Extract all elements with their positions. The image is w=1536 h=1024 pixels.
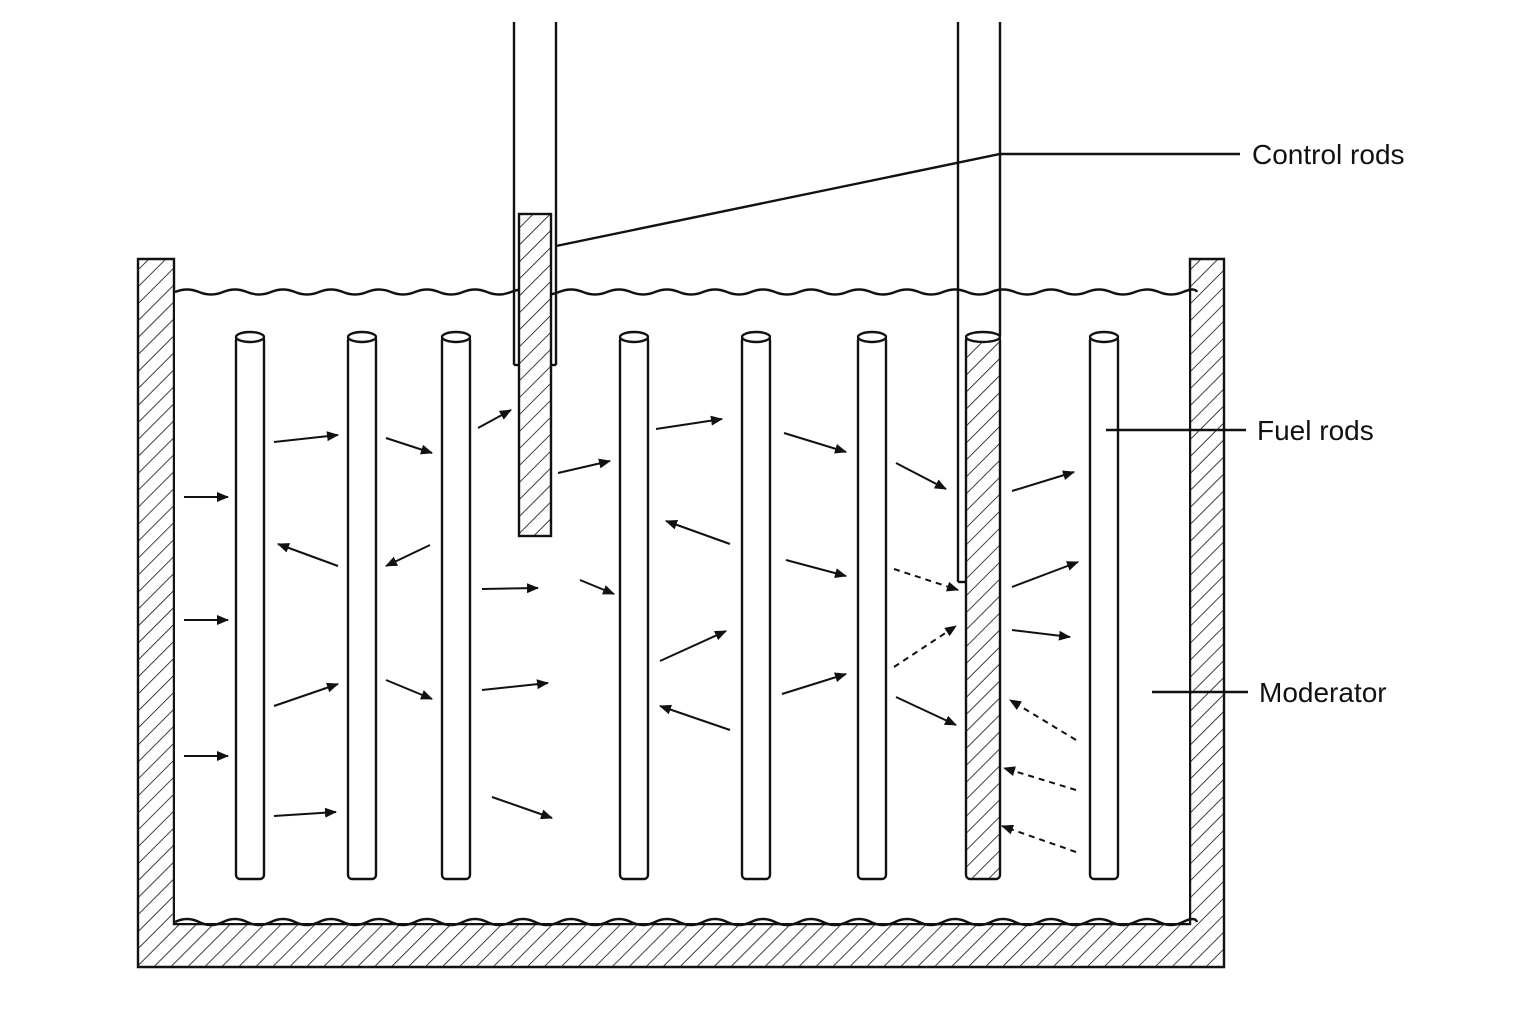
neutron-arrow xyxy=(481,679,549,691)
neutron-arrow xyxy=(785,559,847,578)
neutron-arrow xyxy=(273,682,339,707)
absorbed-neutron-arrow xyxy=(1001,824,1077,853)
fuel-rod-5 xyxy=(740,330,772,881)
neutron-arrow xyxy=(659,704,731,731)
absorbed-neutron-arrow xyxy=(1009,699,1077,741)
fuel-rod-2 xyxy=(346,330,378,881)
absorbed-neutron-arrow xyxy=(1003,766,1077,791)
reactor-vessel-wall xyxy=(136,257,1226,969)
neutron-arrow xyxy=(385,437,433,455)
neutron-arrow xyxy=(477,409,512,429)
moderator-surface-bottom xyxy=(174,917,1199,927)
fuel-rod-4 xyxy=(618,330,650,881)
moderator-region xyxy=(175,292,1189,923)
moderator-label: Moderator xyxy=(1259,677,1387,708)
control-rod-2 xyxy=(956,22,1002,584)
neutron-arrow xyxy=(895,696,957,726)
neutron-arrow xyxy=(1011,561,1079,588)
fuel-rod-8 xyxy=(1088,330,1120,881)
absorbed-neutron-arrow xyxy=(893,568,959,592)
absorbed-neutron-arrows xyxy=(893,568,1077,853)
fuel-rods xyxy=(234,330,1120,881)
fuel-rod-3 xyxy=(440,330,472,881)
neutron-arrow xyxy=(491,796,553,820)
neutron-arrow xyxy=(273,807,337,818)
neutron-arrow xyxy=(781,672,847,695)
control-rods-leader xyxy=(555,152,1240,248)
control-rod-1 xyxy=(512,22,558,538)
control-rod-1-absorber xyxy=(517,212,553,538)
fuel-rod-7-with-inserted-control-rod xyxy=(964,330,1002,881)
neutron-arrows xyxy=(184,409,1079,820)
neutron-arrow xyxy=(655,415,723,430)
neutron-arrow xyxy=(783,432,847,454)
control-rods-label: Control rods xyxy=(1252,139,1405,170)
moderator-surface-top xyxy=(174,288,1199,296)
neutron-arrow xyxy=(277,543,339,567)
absorbed-neutron-arrow xyxy=(893,625,957,668)
neutron-arrow xyxy=(895,462,947,490)
neutron-arrow xyxy=(1011,470,1075,492)
leader-lines xyxy=(555,152,1248,694)
neutron-arrow xyxy=(557,458,611,474)
fuel-rods-label: Fuel rods xyxy=(1257,415,1374,446)
neutron-arrow xyxy=(385,544,431,567)
neutron-arrow xyxy=(579,579,615,595)
neutron-arrow xyxy=(481,583,539,594)
neutron-arrow xyxy=(659,630,727,662)
fuel-rod-1 xyxy=(234,330,266,881)
neutron-arrow xyxy=(273,431,339,443)
neutron-arrow xyxy=(665,520,731,545)
neutron-arrow xyxy=(385,679,433,700)
fuel-rod-6 xyxy=(856,330,888,881)
neutron-arrow xyxy=(1011,629,1071,641)
